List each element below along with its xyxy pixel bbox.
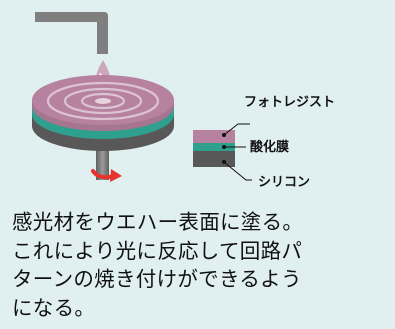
description-caption: 感光材をウエハー表面に塗る。 これにより光に反応して回路パ ターンの焼き付けがで… <box>12 210 304 320</box>
label-photoresist: フォトレジスト <box>244 95 336 110</box>
label-oxide: 酸化膜 <box>250 140 290 155</box>
leader-dots <box>222 133 226 164</box>
wafer-on-chuck <box>32 75 174 151</box>
spin-coating-illustration <box>32 12 252 182</box>
label-silicon: シリコン <box>258 175 311 190</box>
spindle-shaft <box>96 142 109 180</box>
rotation-arrow-icon <box>91 169 122 182</box>
nozzle-icon <box>35 12 108 54</box>
layer-cross-section <box>193 130 235 167</box>
leader-lines <box>223 123 252 181</box>
